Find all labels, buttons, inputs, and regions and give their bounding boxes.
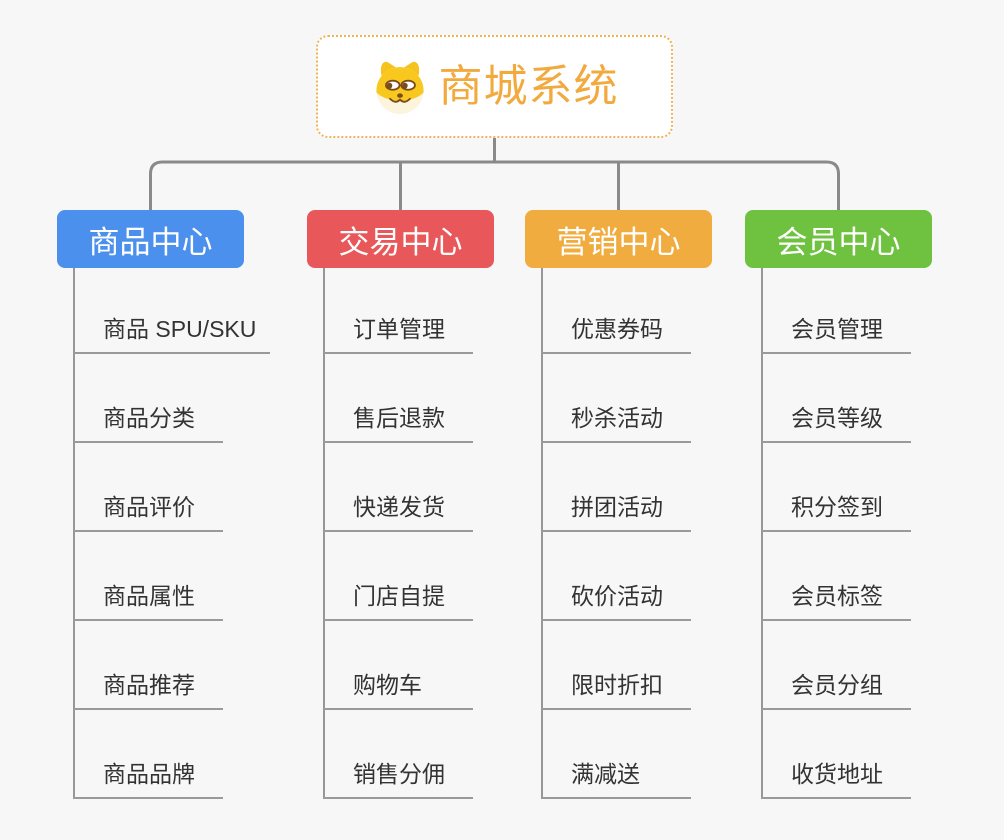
branch-product-center[interactable]: 商品中心 [57, 210, 244, 268]
trade-center-children: 订单管理 售后退款 快递发货 门店自提 购物车 销售分佣 [323, 268, 563, 808]
leaf-node[interactable]: 收货地址 [761, 749, 911, 799]
leaf-node[interactable]: 订单管理 [323, 304, 473, 354]
branch-member-center[interactable]: 会员中心 [745, 210, 932, 268]
leaf-node[interactable]: 商品评价 [73, 482, 223, 532]
leaf-node[interactable]: 商品分类 [73, 393, 223, 443]
leaf-node[interactable]: 积分签到 [761, 482, 911, 532]
trunk-line [541, 268, 543, 799]
marketing-center-children: 优惠券码 秒杀活动 拼团活动 砍价活动 限时折扣 满减送 [541, 268, 781, 808]
leaf-node[interactable]: 会员分组 [761, 660, 911, 710]
branch-marketing-center[interactable]: 营销中心 [525, 210, 712, 268]
leaf-node[interactable]: 售后退款 [323, 393, 473, 443]
leaf-node[interactable]: 销售分佣 [323, 749, 473, 799]
trunk-line [761, 268, 763, 799]
leaf-node[interactable]: 会员管理 [761, 304, 911, 354]
leaf-node[interactable]: 购物车 [323, 660, 473, 710]
leaf-node[interactable]: 优惠券码 [541, 304, 691, 354]
leaf-node[interactable]: 秒杀活动 [541, 393, 691, 443]
leaf-node[interactable]: 商品 SPU/SKU [73, 304, 271, 354]
leaf-node[interactable]: 拼团活动 [541, 482, 691, 532]
root-title: 商城系统 [438, 61, 619, 111]
leaf-node[interactable]: 快递发货 [323, 482, 473, 532]
trunk-line [323, 268, 325, 799]
leaf-node[interactable]: 门店自提 [323, 571, 473, 621]
member-center-children: 会员管理 会员等级 积分签到 会员标签 会员分组 收货地址 [761, 268, 1001, 808]
trunk-line [73, 268, 75, 799]
branch-trade-center[interactable]: 交易中心 [307, 210, 494, 268]
branch-rail-line [149, 160, 840, 210]
leaf-node[interactable]: 商品属性 [73, 571, 223, 621]
root-node[interactable]: 商城系统 [316, 35, 673, 138]
leaf-node[interactable]: 商品品牌 [73, 749, 223, 799]
leaf-node[interactable]: 会员等级 [761, 393, 911, 443]
product-center-children: 商品 SPU/SKU 商品分类 商品评价 商品属性 商品推荐 商品品牌 [73, 268, 313, 808]
leaf-node[interactable]: 限时折扣 [541, 660, 691, 710]
leaf-node[interactable]: 满减送 [541, 749, 691, 799]
doge-face-icon [371, 58, 429, 116]
leaf-node[interactable]: 砍价活动 [541, 571, 691, 621]
leaf-node[interactable]: 会员标签 [761, 571, 911, 621]
leaf-node[interactable]: 商品推荐 [73, 660, 223, 710]
